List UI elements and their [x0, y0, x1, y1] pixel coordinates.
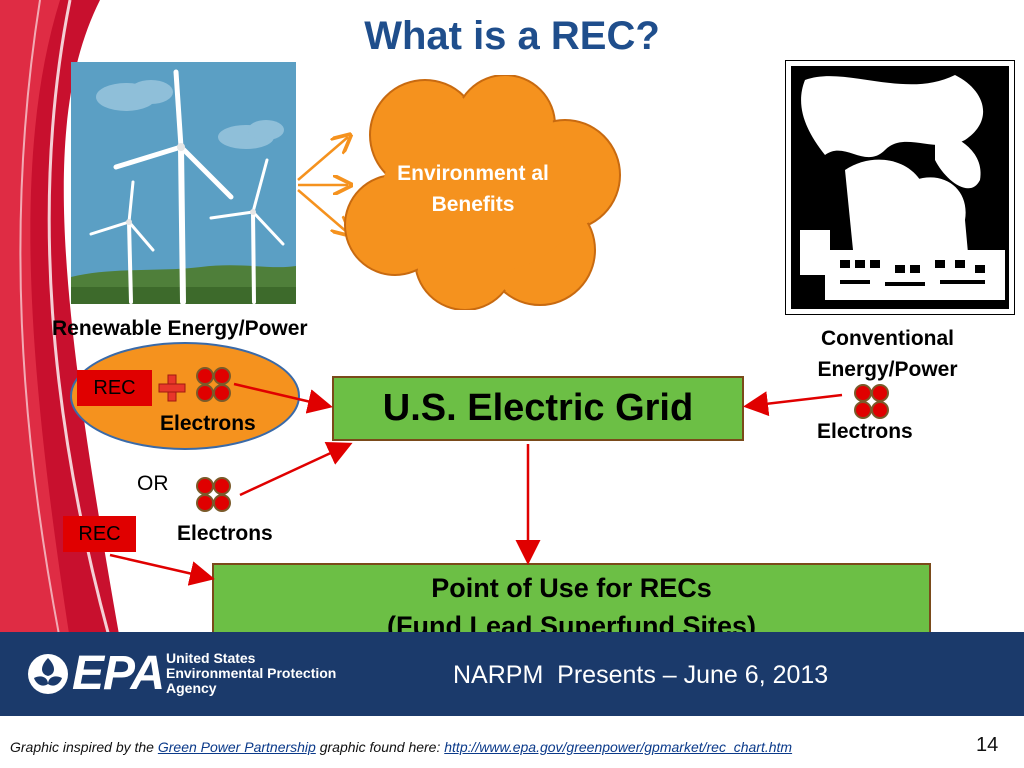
- slide-title: What is a REC?: [364, 14, 660, 58]
- us-electric-grid-box: U.S. Electric Grid: [332, 376, 744, 441]
- footer-prefix: Graphic inspired by the: [10, 739, 158, 755]
- agency-line1: United States: [166, 650, 256, 666]
- or-label: OR: [137, 472, 169, 495]
- point-of-use-line1: Point of Use for RECs: [431, 573, 712, 603]
- presenter-text: NARPM Presents – June 6, 2013: [453, 661, 829, 689]
- environmental-benefits-text: Environment al Benefits: [397, 162, 549, 216]
- us-electric-grid-label: U.S. Electric Grid: [382, 387, 694, 429]
- environmental-benefits-cloud: [344, 75, 621, 310]
- factory-pollution-image: [785, 60, 1015, 315]
- electrons-icon-unbundled: [196, 477, 231, 512]
- epa-flower-icon: [28, 654, 68, 694]
- green-power-partnership-link[interactable]: Green Power Partnership: [157, 739, 316, 755]
- rec-badge-bundled: REC: [77, 370, 152, 406]
- agency-line2: Environmental Protection: [166, 665, 337, 681]
- renewable-energy-label: Renewable Energy/Power: [52, 317, 308, 340]
- plus-icon: [158, 374, 186, 402]
- epa-logo-text: EPA: [72, 647, 165, 700]
- electrons-icon-conventional: [854, 384, 889, 419]
- rec-chart-url-link[interactable]: http://www.epa.gov/greenpower/gpmarket/r…: [444, 739, 793, 755]
- rec-badge-unbundled: REC: [63, 516, 136, 552]
- electrons-icon-bundled: [196, 367, 231, 402]
- agency-name: United States Environmental Protection A…: [166, 651, 336, 696]
- electrons-label-unbundled: Electrons: [177, 522, 273, 545]
- electrons-label-bundled: Electrons: [160, 412, 256, 435]
- page-number: 14: [976, 734, 999, 756]
- agency-line3: Agency: [166, 680, 217, 696]
- wind-turbines-image: [71, 62, 296, 304]
- epa-footer-bar: [0, 632, 1024, 716]
- benefit-arrows: [297, 125, 360, 245]
- conventional-energy-label: Conventional Energy/Power: [817, 327, 958, 381]
- footer-middle: graphic found here:: [315, 739, 445, 755]
- footer-attribution: Graphic inspired by the Green Power Part…: [10, 739, 792, 755]
- electrons-label-conventional: Electrons: [817, 420, 913, 443]
- left-swoosh-decoration: [0, 0, 120, 640]
